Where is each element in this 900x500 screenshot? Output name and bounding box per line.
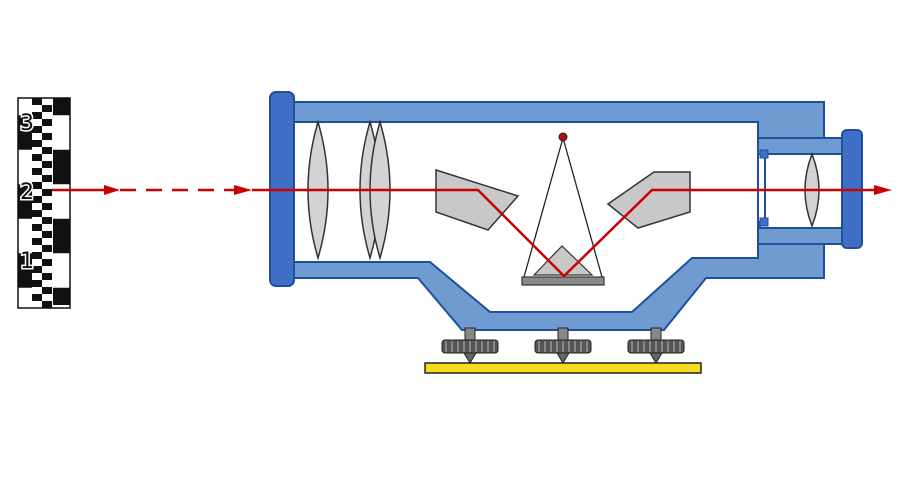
- base-plate: [424, 362, 702, 374]
- staff-block: [18, 253, 32, 271]
- staff-block: [53, 167, 70, 185]
- staff-tick: [42, 189, 52, 196]
- staff-block: [53, 218, 70, 236]
- line-of-sight: [52, 185, 892, 278]
- staff-block: [18, 115, 32, 133]
- staff-tick: [42, 217, 52, 224]
- foot-screw-icon: [534, 327, 592, 364]
- staff-tick: [42, 175, 52, 182]
- staff-tick: [42, 231, 52, 238]
- pendulum: [521, 132, 605, 286]
- staff-block: [18, 132, 32, 150]
- staff-tick: [32, 294, 42, 301]
- staff-tick: [42, 301, 52, 308]
- staff-tick: [42, 161, 52, 168]
- staff-tick: [32, 98, 42, 105]
- beam-arrow-icon: [874, 185, 892, 195]
- staff-tick: [42, 147, 52, 154]
- staff-tick: [32, 280, 42, 287]
- foot-screw-icon: [441, 327, 499, 364]
- staff-tick: [32, 196, 42, 203]
- staff-pattern: [18, 98, 70, 308]
- staff-tick: [42, 119, 52, 126]
- staff-tick: [32, 224, 42, 231]
- staff-block: [53, 236, 70, 254]
- staff-label-1: 1: [20, 249, 34, 274]
- staff-label-2: 2: [20, 180, 34, 205]
- staff-tick: [42, 245, 52, 252]
- staff-tick: [42, 273, 52, 280]
- staff-block: [53, 98, 70, 116]
- staff-tick: [32, 182, 42, 189]
- staff-tick: [42, 287, 52, 294]
- objective-lenses: [307, 119, 391, 261]
- staff-tick: [32, 168, 42, 175]
- staff-label-3: 3: [20, 111, 34, 136]
- staff-tick: [32, 112, 42, 119]
- beam-arrow-icon: [234, 185, 252, 195]
- staff-tick: [42, 105, 52, 112]
- left-prism: [435, 168, 520, 231]
- staff-tick: [32, 140, 42, 147]
- staff-tick: [42, 203, 52, 210]
- staff-block: [18, 201, 32, 219]
- staff-block: [53, 149, 70, 167]
- staff-tick: [32, 154, 42, 161]
- staff-block: [18, 184, 32, 202]
- staff-tick: [42, 259, 52, 266]
- beam-arrow-icon: [104, 185, 120, 195]
- pivot-point: [558, 132, 568, 142]
- leveling-staff-icon: 3 2 1: [17, 97, 71, 309]
- staff-tick: [42, 133, 52, 140]
- staff-block: [53, 287, 70, 305]
- staff-tick: [32, 210, 42, 217]
- foot-screws: [441, 327, 685, 364]
- staff-tick: [32, 238, 42, 245]
- staff-tick: [32, 126, 42, 133]
- staff-tick: [32, 252, 42, 259]
- pendulum-prism: [532, 245, 594, 276]
- staff-tick: [32, 266, 42, 273]
- staff-block: [18, 270, 32, 288]
- foot-screw-icon: [627, 327, 685, 364]
- pendulum-base: [521, 276, 605, 286]
